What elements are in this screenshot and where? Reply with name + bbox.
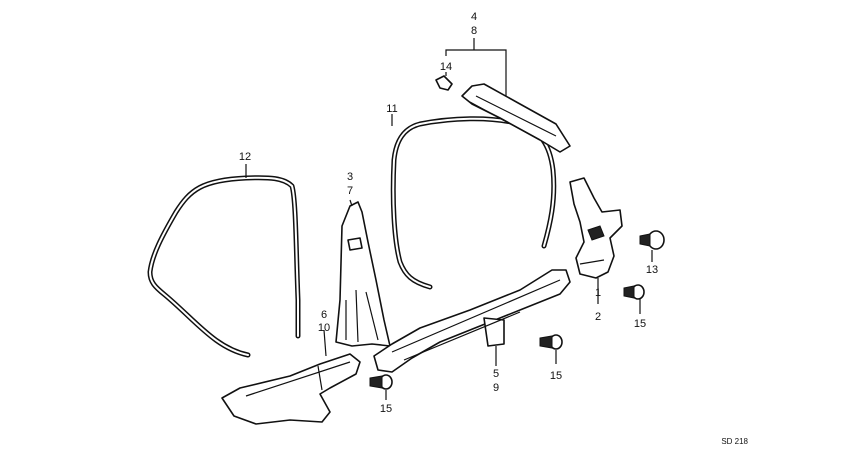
part-15-clip-b: [539, 334, 563, 350]
part-14-clip: [435, 75, 453, 91]
callout-7: 7: [347, 185, 353, 197]
callout-14: 14: [440, 61, 452, 73]
callout-15-c: 15: [380, 403, 392, 415]
callout-13: 13: [646, 264, 658, 276]
callout-15-a: 15: [634, 318, 646, 330]
callout-4: 4: [471, 11, 477, 23]
part-11-front-door-weatherstrip: [390, 116, 557, 290]
part-13-plug: [639, 230, 665, 250]
part-3-7-center-pillar-trim: [335, 201, 391, 347]
part-15-clip-a: [623, 284, 645, 300]
part-4-8-roof-side-trim: [461, 83, 571, 153]
part-1-2-front-pillar-lower-trim: [569, 177, 623, 279]
callout-5: 5: [493, 368, 499, 380]
callout-12: 12: [239, 151, 251, 163]
part-15-clip-c: [369, 374, 393, 390]
callout-2: 2: [595, 311, 601, 323]
callout-6: 6: [321, 309, 327, 321]
leader-lines: [245, 38, 653, 400]
part-5-9-front-scuff-plate: [373, 269, 571, 373]
part-6-10-rear-scuff-plate: [221, 353, 361, 425]
part-12-rear-door-weatherstrip: [147, 175, 301, 358]
callout-15-b: 15: [550, 370, 562, 382]
callout-3: 3: [347, 171, 353, 183]
callout-8: 8: [471, 25, 477, 37]
callout-1: 1: [595, 287, 601, 299]
figure-code: SD 218: [721, 437, 748, 446]
callout-9: 9: [493, 382, 499, 394]
callout-11: 11: [386, 103, 397, 115]
callout-10: 10: [318, 322, 330, 334]
callout-labels: 4 8 14 11 12 3 7 1 2 13 15 15 15 5 9 6 1…: [239, 11, 658, 415]
